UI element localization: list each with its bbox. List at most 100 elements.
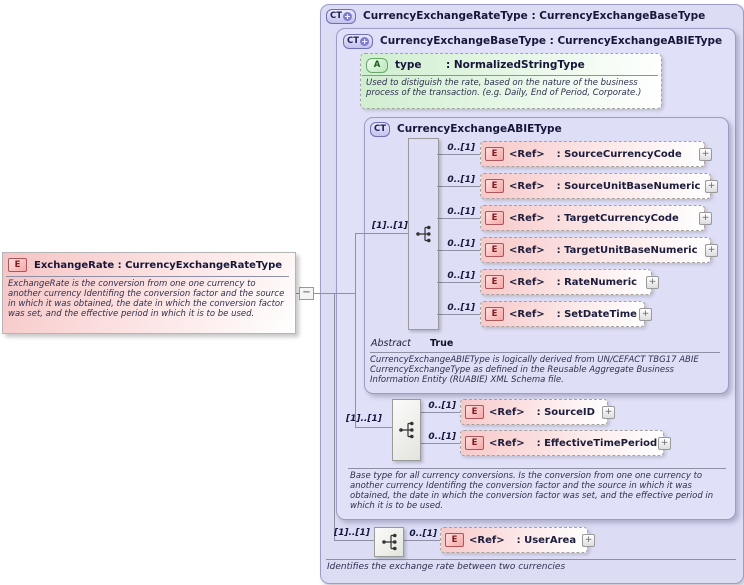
element-user-area[interactable]: E <Ref> : UserArea <box>440 527 588 553</box>
expand-button[interactable]: + <box>699 212 712 225</box>
base-type-header: CT+ CurrencyExchangeBaseType : CurrencyE… <box>343 33 722 49</box>
rate-type-header: CT+ CurrencyExchangeRateType : CurrencyE… <box>326 8 705 24</box>
exchange-rate-description: ExchangeRate is the conversion from one … <box>8 279 285 319</box>
element-target-unit-base-numeric[interactable]: E <Ref> : TargetUnitBaseNumeric <box>480 237 711 263</box>
connector-line <box>437 218 480 219</box>
attribute-type: : NormalizedStringType <box>446 59 585 71</box>
abie-type-header: CT CurrencyExchangeABIEType <box>370 121 562 137</box>
element-icon: E <box>485 211 504 225</box>
ct-label: CT <box>330 11 343 21</box>
sequence-group <box>374 527 404 557</box>
connector-line <box>355 233 356 428</box>
expand-button[interactable]: + <box>646 276 659 289</box>
element-name: : EffectiveTimePeriod <box>536 437 658 449</box>
element-ref: <Ref> <box>509 276 545 288</box>
cardinality-label: [1]..[1] <box>334 528 370 538</box>
element-name: : TargetUnitBaseNumeric <box>556 244 698 256</box>
element-icon: E <box>8 258 27 272</box>
connector-line <box>355 427 392 428</box>
occurs-label: 0..[1] <box>428 432 456 442</box>
element-name: : UserArea <box>516 534 577 546</box>
element-set-date-time[interactable]: E <Ref> : SetDateTime <box>480 301 645 327</box>
occurs-label: 0..[1] <box>447 239 475 249</box>
expand-button[interactable]: + <box>699 148 712 161</box>
connector-line <box>437 154 480 155</box>
element-icon: E <box>485 307 504 321</box>
abie-type-title: CurrencyExchangeABIEType <box>397 123 562 135</box>
abstract-label: Abstract <box>371 338 411 349</box>
occurs-label: 0..[1] <box>447 207 475 217</box>
cardinality-label: [1]..[1] <box>346 414 382 424</box>
element-name: : TargetCurrencyCode <box>556 212 679 224</box>
element-ref: <Ref> <box>489 406 525 418</box>
connector-line <box>402 540 440 541</box>
element-ref: <Ref> <box>469 534 505 546</box>
element-ref: <Ref> <box>509 308 545 320</box>
sequence-group <box>392 399 421 461</box>
sequence-icon <box>381 533 397 551</box>
element-ref: <Ref> <box>509 180 545 192</box>
element-source-currency-code[interactable]: E <Ref> : SourceCurrencyCode <box>480 141 705 167</box>
element-name: : SourceID <box>536 406 595 418</box>
element-name: : SetDateTime <box>556 308 637 320</box>
element-icon: E <box>485 147 504 161</box>
base-type-description: Base type for all currency conversions. … <box>350 471 714 511</box>
element-name: : SourceUnitBaseNumeric <box>556 180 701 192</box>
attribute-type-box[interactable] <box>360 53 662 109</box>
sequence-icon <box>399 421 414 439</box>
occurs-label: 0..[1] <box>447 175 475 185</box>
connector-line <box>437 186 480 187</box>
separator <box>362 75 658 76</box>
separator <box>370 352 720 353</box>
element-icon: E <box>485 275 504 289</box>
expand-button[interactable]: + <box>705 244 718 257</box>
rate-type-footer: Identifies the exchange rate between two… <box>327 562 566 572</box>
complextype-icon: CT <box>370 121 391 137</box>
occurs-label: 0..[1] <box>428 401 456 411</box>
element-icon: E <box>465 405 484 419</box>
element-icon: E <box>485 179 504 193</box>
element-source-id[interactable]: E <Ref> : SourceID <box>460 399 608 425</box>
abie-description: CurrencyExchangeABIEType is logically de… <box>370 355 699 385</box>
expand-button[interactable]: + <box>602 406 615 419</box>
expand-button[interactable]: + <box>705 180 718 193</box>
sequence-icon <box>416 225 431 243</box>
connector-line <box>419 412 460 413</box>
attribute-header: A type : NormalizedStringType <box>366 57 585 73</box>
exchange-rate-box[interactable] <box>2 252 296 334</box>
connector-line <box>419 443 460 444</box>
complextype-icon: CT+ <box>326 8 357 24</box>
connector-line <box>437 282 480 283</box>
element-ref: <Ref> <box>509 244 545 256</box>
element-effective-time-period[interactable]: E <Ref> : EffectiveTimePeriod <box>460 430 664 456</box>
attribute-description: Used to distiguish the rate, based on th… <box>366 78 642 98</box>
rate-type-title: CurrencyExchangeRateType : CurrencyExcha… <box>363 10 706 22</box>
occurs-label: 0..[1] <box>447 271 475 281</box>
plus-badge-icon: + <box>343 11 353 21</box>
exchange-rate-title: ExchangeRate : CurrencyExchangeRateType <box>34 259 283 271</box>
connector-line <box>334 540 374 541</box>
collapse-button[interactable]: − <box>299 287 314 300</box>
element-rate-numeric[interactable]: E <Ref> : RateNumeric <box>480 269 652 295</box>
element-ref: <Ref> <box>509 212 545 224</box>
base-type-title: CurrencyExchangeBaseType : CurrencyExcha… <box>380 35 723 47</box>
element-ref: <Ref> <box>489 437 525 449</box>
connector-line <box>437 250 480 251</box>
element-target-currency-code[interactable]: E <Ref> : TargetCurrencyCode <box>480 205 705 231</box>
expand-button[interactable]: + <box>658 437 671 450</box>
occurs-label: 0..[1] <box>409 529 437 539</box>
element-icon: E <box>465 436 484 450</box>
plus-badge-icon: + <box>360 36 370 46</box>
separator <box>6 276 289 277</box>
element-name: : SourceCurrencyCode <box>556 148 682 160</box>
element-icon: E <box>485 243 504 257</box>
expand-button[interactable]: + <box>582 534 595 547</box>
ct-label: CT <box>374 124 387 134</box>
exchange-rate-header: E ExchangeRate : CurrencyExchangeRateTyp… <box>8 257 282 273</box>
expand-button[interactable]: + <box>639 308 652 321</box>
element-source-unit-base-numeric[interactable]: E <Ref> : SourceUnitBaseNumeric <box>480 173 711 199</box>
connector-line <box>334 293 335 541</box>
separator <box>326 559 736 560</box>
occurs-label: 0..[1] <box>447 303 475 313</box>
